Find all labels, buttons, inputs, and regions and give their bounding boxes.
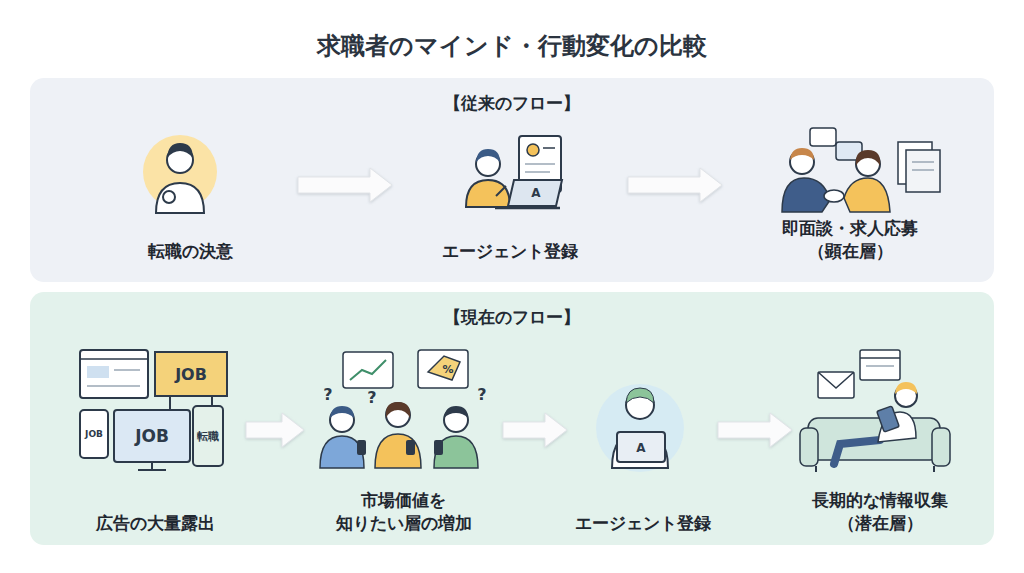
step-label: 広告の大量露出 [96,512,215,535]
band-heading: 【従来のフロー】 [30,92,994,115]
step-label: 市場価値を 知りたい層の増加 [318,489,490,535]
sofa-browsing-icon-part [818,372,854,388]
sofa-browsing-icon-part [932,428,950,466]
sofa-browsing-icon-part [866,365,894,367]
registration-icon-part [508,180,562,206]
interview-icon-part [810,128,836,146]
icon-text: JOB [85,429,103,439]
diagram-title: 求職者のマインド・行動変化の比較 [0,30,1024,62]
step-label: 転職の決意 [148,240,233,263]
interview-icon-part [906,150,940,192]
ads-icon-part [193,406,223,466]
interview-icon-part [912,169,934,171]
registration-icon-part [596,384,684,472]
registration-icon-part [525,163,555,165]
ads-icon-part [80,410,108,458]
registration-icon-part [527,144,539,156]
step-label: 即面談・求人応募 （顕在層） [764,217,936,263]
determined-person-icon-part [156,183,204,213]
curious-people-icon-part [343,352,393,388]
determined-person-icon-part [167,143,193,158]
icon-text: JOB [175,365,207,384]
icon-text: ? [367,388,376,407]
sofa-browsing-icon-part [815,466,817,472]
curious-people-icon-part [386,403,410,427]
icon-text: % [442,363,453,376]
curious-people-icon-part [350,360,386,380]
registration-icon-part [617,432,665,462]
curious-people-icon-part [418,350,468,388]
ads-icon-part [114,410,190,462]
curious-people-icon-part [357,440,366,455]
interview-icon-part [824,190,844,202]
interview-icon-part [912,161,934,163]
curious-people-icon-part [428,356,460,380]
ads-icon-part [80,350,148,398]
step-label: エージェント登録 [442,240,578,263]
icon-text: 転職 [197,429,219,444]
sofa-browsing-icon-part [933,466,935,472]
icon-text: JOB [135,426,169,446]
ads-icon-part [87,366,109,378]
sofa-browsing-icon-part [800,428,818,466]
ads-icon-part [151,462,153,470]
ads-icon-part [169,396,171,410]
step-label: 長期的な情報収集 （潜在層） [800,489,960,535]
registration-icon-part [495,207,560,210]
icon-text: ? [477,385,486,404]
registration-icon-part [626,388,654,403]
icon-text: A [636,441,645,455]
ads-icon-part [138,469,166,471]
curious-people-icon-part [434,440,443,455]
sofa-browsing-icon-part [818,372,854,398]
registration-icon [596,384,684,472]
ads-icon-part [114,369,140,371]
sofa-browsing-icon-part [860,357,900,359]
ads-icon-part [80,358,148,360]
band-heading: 【現在のフロー】 [30,306,994,329]
registration-icon-part [496,186,506,196]
registration-icon-part [525,171,550,173]
curious-people-icon-part [406,440,415,455]
icon-text: ? [323,385,332,404]
determined-person-icon-part [163,191,175,203]
registration-icon-part [543,147,555,149]
sofa-browsing-icon-part [860,350,900,380]
ads-icon-part [87,385,140,387]
registration-icon-part [612,432,668,468]
ads-icon-part [155,352,227,396]
step-label: エージェント登録 [575,512,711,535]
icon-text: A [531,186,540,200]
sofa-browsing-icon-part [834,440,880,464]
